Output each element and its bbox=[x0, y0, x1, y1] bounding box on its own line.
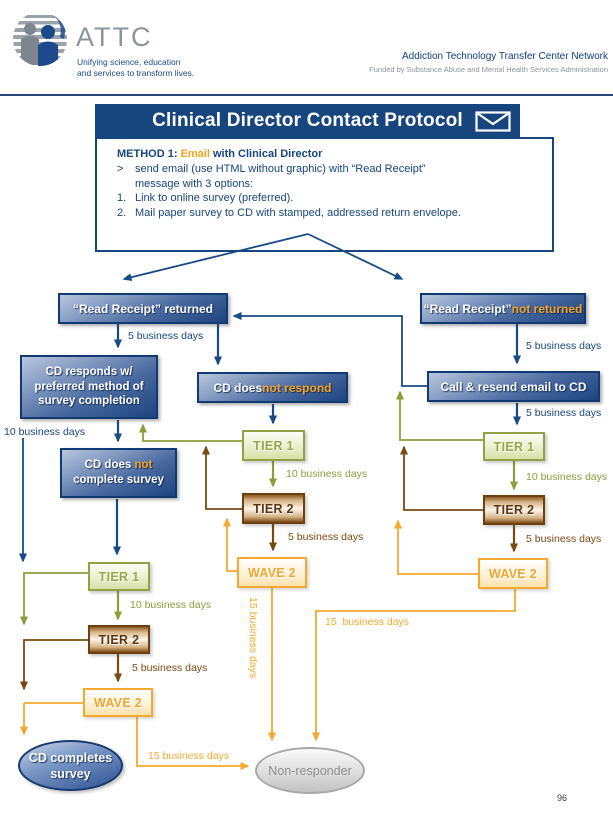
arrow-right-wave2-to-nonresponder bbox=[312, 589, 516, 742]
network-name: Addiction Technology Transfer Center Net… bbox=[401, 51, 608, 62]
arrow-mid-tier2-return bbox=[202, 445, 242, 510]
envelope-icon bbox=[475, 111, 511, 132]
label-15-days-vertical: 15 business days bbox=[247, 597, 259, 679]
node-text-highlight: not bbox=[134, 459, 153, 472]
node-text: “Read Receipt” bbox=[423, 301, 512, 316]
method-item: 1. Link to online survey (preferred). bbox=[117, 191, 542, 206]
label-5-days: 5 business days bbox=[526, 407, 602, 419]
label-10-days: 10 business days bbox=[130, 599, 212, 611]
method-item-marker: 1. bbox=[117, 192, 127, 205]
arrow-right-tier1-return bbox=[396, 390, 483, 441]
method-heading-suffix: with Clinical Director bbox=[209, 148, 323, 160]
method-item: > send email (use HTML without graphic) … bbox=[117, 162, 542, 191]
logo-wordmark: ATTC bbox=[76, 22, 153, 52]
attc-logo bbox=[13, 13, 67, 66]
label-15-days: 15 business days bbox=[148, 750, 230, 762]
method-item-marker: 2. bbox=[117, 206, 127, 219]
node-read-receipt-not-returned: “Read Receipt” not returned bbox=[420, 293, 586, 324]
label-10-days: 10 business days bbox=[4, 426, 86, 438]
page-title: Clinical Director Contact Protocol bbox=[152, 109, 463, 131]
arrow-mid-wave2-return bbox=[223, 517, 237, 572]
node-tier1-right: TIER 1 bbox=[483, 432, 545, 461]
arrow-left-cascade-olive bbox=[20, 572, 88, 626]
node-non-responder: Non-responder bbox=[255, 747, 365, 794]
node-tier2-middle: TIER 2 bbox=[242, 493, 305, 524]
method-item-marker: > bbox=[117, 163, 124, 175]
arrow-right-tier2-return bbox=[400, 445, 483, 511]
node-cd-does-not-respond: CD does not respond bbox=[197, 372, 348, 403]
method-item-text: Mail paper survey to CD with stamped, ad… bbox=[135, 206, 461, 219]
logo-tagline: Unifying science, education and services… bbox=[77, 57, 195, 79]
label-5-days: 5 business days bbox=[128, 330, 204, 342]
label-5-days: 5 business days bbox=[132, 662, 208, 674]
method-heading: METHOD 1: Email with Clinical Director bbox=[117, 148, 542, 160]
node-text-highlight: not respond bbox=[262, 380, 332, 395]
funding-note: Funded by Substance Abuse and Mental Hea… bbox=[369, 65, 608, 74]
method-item-text: send email (use HTML without graphic) wi… bbox=[135, 163, 426, 190]
node-tier1-left: TIER 1 bbox=[88, 562, 150, 591]
label-5-days: 5 business days bbox=[288, 531, 364, 543]
node-call-resend-email: Call & resend email to CD bbox=[427, 371, 600, 402]
arrow-call-feedback-to-returned bbox=[232, 312, 427, 387]
arrow-right-wave2-return bbox=[394, 519, 478, 575]
method-heading-prefix: METHOD 1: bbox=[117, 148, 181, 160]
arrow-left-cascade-brown bbox=[20, 639, 88, 691]
node-tier2-right: TIER 2 bbox=[483, 495, 545, 525]
method-box: METHOD 1: Email with Clinical Director >… bbox=[95, 137, 554, 252]
node-wave2-left: WAVE 2 bbox=[83, 688, 153, 717]
node-line: complete survey bbox=[73, 474, 164, 486]
node-cd-does-not-complete: CD does not complete survey bbox=[60, 448, 177, 498]
label-5-days: 5 business days bbox=[526, 340, 602, 352]
method-item: 2. Mail paper survey to CD with stamped,… bbox=[117, 206, 542, 221]
arrow-split-right bbox=[307, 233, 404, 280]
node-cd-completes-survey: CD completes survey bbox=[18, 740, 123, 791]
arrow-left-wave2-to-nonresponder bbox=[136, 717, 250, 770]
title-banner: Clinical Director Contact Protocol bbox=[95, 104, 520, 137]
label-10-days: 10 business days bbox=[286, 468, 368, 480]
node-tier2-left: TIER 2 bbox=[88, 625, 150, 654]
org-block: Addiction Technology Transfer Center Net… bbox=[369, 51, 608, 74]
node-text: CD does bbox=[84, 459, 135, 472]
page-number: 96 bbox=[557, 793, 568, 803]
header-divider bbox=[0, 94, 613, 96]
method-item-text: Link to online survey (preferred). bbox=[135, 192, 294, 205]
node-read-receipt-returned: “Read Receipt” returned bbox=[58, 293, 228, 324]
node-wave2-middle: WAVE 2 bbox=[237, 557, 307, 588]
arrow-mid-tier1-return bbox=[139, 423, 242, 442]
arrow-split-left bbox=[122, 233, 309, 282]
node-text: CD does bbox=[213, 380, 263, 395]
node-line: CD does not bbox=[85, 458, 153, 473]
node-cd-responds: CD responds w/ preferred method of surve… bbox=[20, 355, 158, 419]
method-heading-highlight: Email bbox=[180, 148, 210, 160]
node-tier1-middle: TIER 1 bbox=[242, 430, 305, 461]
node-wave2-right: WAVE 2 bbox=[478, 558, 548, 589]
node-text-highlight: not returned bbox=[511, 301, 583, 316]
label-15-days: 15 business days bbox=[325, 616, 410, 628]
label-10-days: 10 business days bbox=[526, 471, 608, 483]
label-5-days: 5 business days bbox=[526, 533, 602, 545]
